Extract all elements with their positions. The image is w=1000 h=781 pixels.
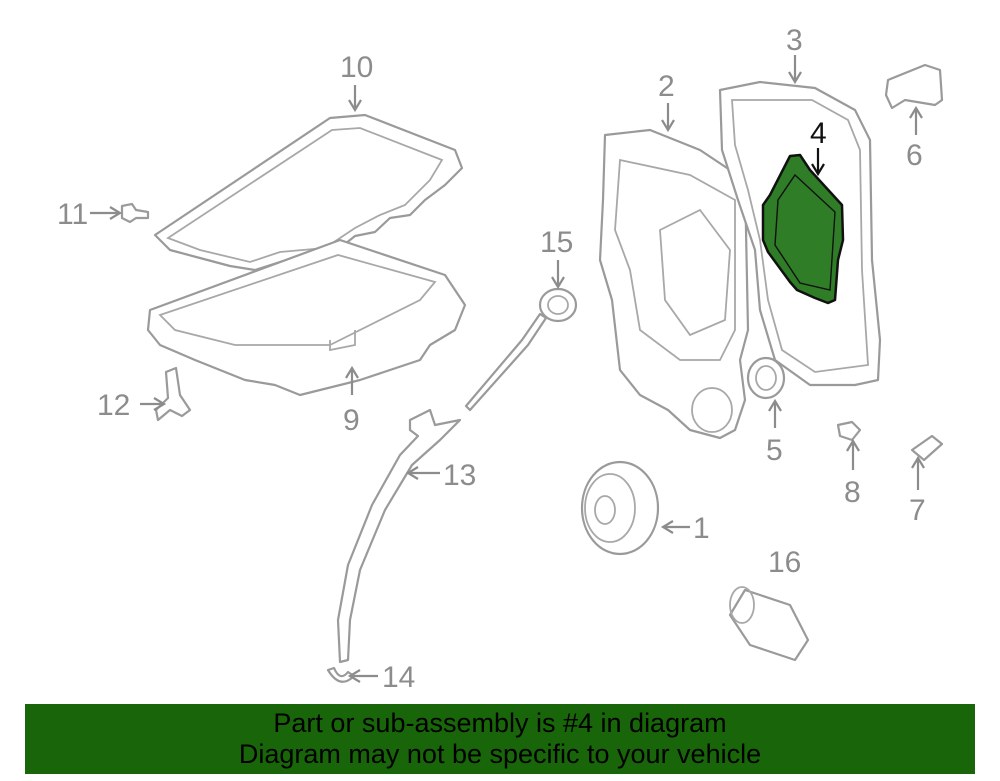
callout-3: 3 <box>786 24 803 57</box>
callout-13: 13 <box>443 459 476 492</box>
callout-arrows <box>90 55 925 683</box>
callout-8: 8 <box>844 476 861 509</box>
banner-line-1: Part or sub-assembly is #4 in diagram <box>273 708 727 738</box>
callout-14: 14 <box>382 661 415 694</box>
callout-10: 10 <box>340 51 373 84</box>
part-10-oil-pan-gasket[interactable] <box>153 113 464 272</box>
callout-2: 2 <box>658 70 675 103</box>
banner-line-2: Diagram may not be specific to your vehi… <box>238 739 762 769</box>
callout-11: 11 <box>57 198 88 231</box>
part-14-seal[interactable] <box>326 666 356 683</box>
part-16-oil-filter[interactable] <box>728 586 810 662</box>
part-11-bolt[interactable] <box>120 202 150 224</box>
part-9-oil-pan[interactable] <box>146 238 467 397</box>
part-7-sensor[interactable] <box>910 434 944 462</box>
callout-15: 15 <box>540 226 573 259</box>
callout-5: 5 <box>766 434 783 467</box>
part-13-dipstick-tube[interactable] <box>336 408 462 664</box>
part-1-pulley[interactable] <box>580 460 660 556</box>
diagram-notice-banner: Part or sub-assembly is #4 in diagram Di… <box>25 704 975 774</box>
callout-9: 9 <box>343 404 360 437</box>
part-5-seal[interactable] <box>746 356 786 400</box>
part-6-fitting[interactable] <box>884 63 944 110</box>
callout-12: 12 <box>97 389 130 422</box>
callout-16: 16 <box>768 546 801 579</box>
callout-7: 7 <box>909 494 926 527</box>
callout-1: 1 <box>693 512 710 545</box>
part-4-highlighted-cover[interactable] <box>761 153 845 305</box>
callout-6: 6 <box>906 139 923 172</box>
part-8-plug[interactable] <box>836 420 862 442</box>
callout-4: 4 <box>810 117 827 150</box>
part-2-front-cover[interactable] <box>598 128 750 440</box>
part-15-dipstick[interactable] <box>464 287 578 412</box>
part-12-bracket[interactable] <box>154 366 192 422</box>
